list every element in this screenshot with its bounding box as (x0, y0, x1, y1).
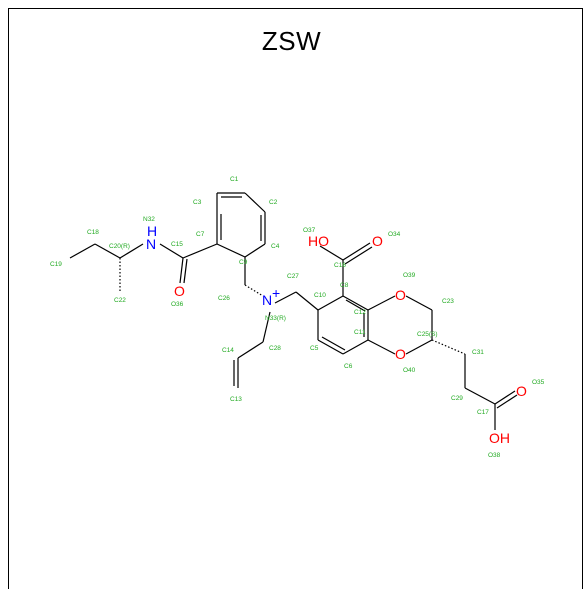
atom-label-c27: C27 (287, 273, 299, 280)
atom-label-c10: C10 (314, 292, 326, 299)
atom-label-c25: C25(S) (417, 331, 438, 338)
atom-label-c7: C7 (196, 231, 205, 238)
atom-label-c17: C17 (477, 409, 489, 416)
atom-label-c22: C22 (114, 297, 126, 304)
atom-label-o36: O36 (171, 301, 184, 308)
atom-label-c23: C23 (442, 298, 454, 305)
ammonium-n-label: N (262, 292, 272, 308)
ring-oxygen-2-label: O (395, 346, 406, 362)
atom-label-c15: C15 (171, 241, 183, 248)
atom-label-c16: C16 (334, 262, 346, 269)
amide-h-label: H (147, 223, 157, 239)
atom-label-c20: C20(R) (109, 243, 130, 250)
atom-label-c9: C9 (239, 259, 248, 266)
frame-border (8, 8, 583, 589)
atom-label-o38: O38 (488, 452, 501, 459)
atom-label-c12: C12 (354, 309, 366, 316)
atom-label-c4: C4 (271, 243, 280, 250)
amide-n-label: N (146, 236, 156, 252)
bonds (69, 192, 518, 430)
acid-hydroxyl-label: OH (489, 430, 510, 446)
atom-label-c31: C31 (472, 349, 484, 356)
atom-label-c3: C3 (193, 199, 202, 206)
atom-label-c14: C14 (222, 347, 234, 354)
atom-label-c29: C29 (451, 395, 463, 402)
atom-label-c18: C18 (87, 229, 99, 236)
atom-label-o37: O37 (303, 227, 316, 234)
amide-oxygen-label: O (174, 283, 185, 299)
atom-label-n33: N33(R) (265, 315, 286, 322)
atom-label-c5: C5 (310, 345, 319, 352)
atom-label-c28: C28 (269, 345, 281, 352)
atom-label-c1: C1 (230, 176, 239, 183)
ammonium-charge-label: + (272, 285, 280, 301)
atom-label-o40: O40 (403, 367, 416, 374)
atom-label-c8: C8 (340, 282, 349, 289)
hydroxyl-label-top: HO (308, 233, 329, 249)
atom-label-o34: O34 (388, 231, 401, 238)
atom-label-c11: C11 (354, 329, 366, 336)
acid-oxygen-label: O (516, 383, 527, 399)
atom-label-c19: C19 (50, 261, 62, 268)
oxygen-label-top: O (372, 233, 383, 249)
atom-label-c2: C2 (269, 199, 278, 206)
molecule-title: ZSW (261, 26, 322, 56)
atom-label-c6: C6 (344, 363, 353, 370)
atom-label-o35: O35 (532, 379, 545, 386)
ring-oxygen-1-label: O (395, 287, 406, 303)
atom-label-n32: N32 (143, 216, 155, 223)
atom-label-c26: C26 (218, 295, 230, 302)
atom-label-c13: C13 (230, 396, 242, 403)
atom-label-o39: O39 (403, 272, 416, 279)
